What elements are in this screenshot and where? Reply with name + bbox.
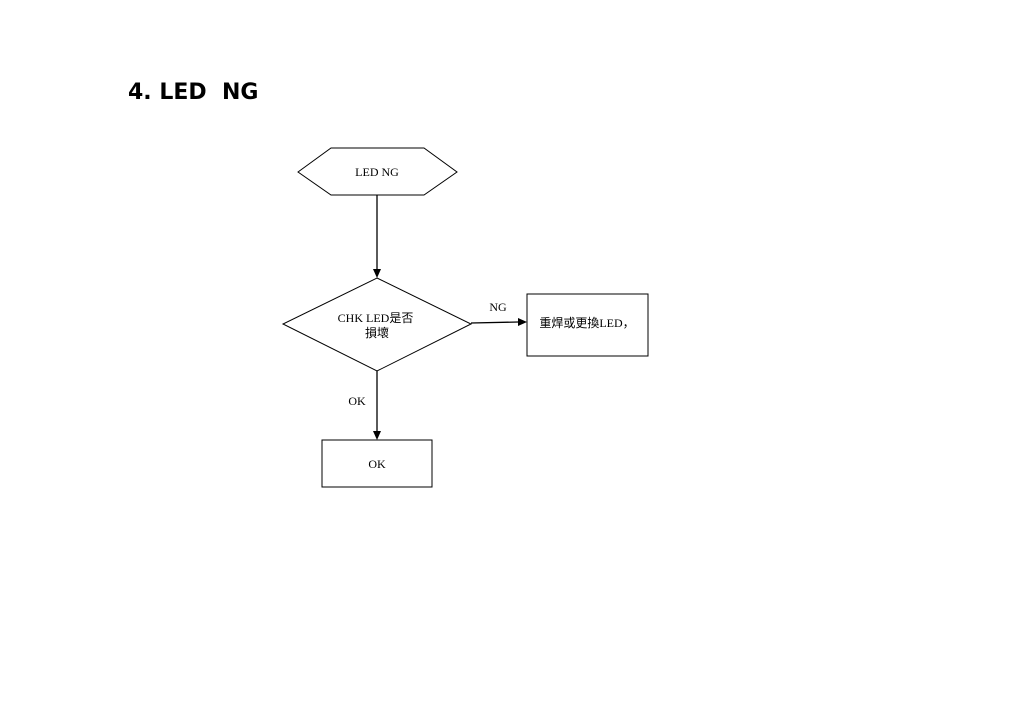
ok-result-node-shape — [321, 439, 433, 488]
decision-node-label: CHK LED是否 損壞 — [338, 311, 417, 340]
ok-result-node: OK — [321, 439, 433, 488]
ng-action-node-shape — [526, 293, 649, 357]
start-node-shape — [297, 147, 458, 196]
edge-decision-to-ok: OK — [348, 371, 381, 440]
edge-start-to-decision — [373, 195, 381, 278]
edge-ng-label: NG — [489, 300, 507, 314]
page-title: 4. LED NG — [128, 80, 259, 105]
decision-node-label-line1: CHK LED是否 — [338, 311, 414, 325]
decision-node-label-line2: 損壞 — [365, 325, 389, 340]
edge-decision-to-ng-arrowhead — [518, 318, 527, 326]
start-node: LED NG — [297, 147, 458, 196]
ng-action-node-label: 重焊或更換LED， — [539, 315, 634, 330]
start-node-label: LED NG — [355, 165, 399, 179]
ng-action-node: 重焊或更換LED， — [526, 293, 649, 357]
edge-decision-to-ng-line — [470, 321, 519, 324]
edge-decision-to-ng: NG — [470, 300, 527, 326]
edge-ok-label: OK — [348, 394, 366, 408]
edge-decision-to-ok-arrowhead — [373, 431, 381, 440]
decision-node: CHK LED是否 損壞 — [281, 277, 473, 372]
ok-result-node-label: OK — [368, 457, 386, 471]
edge-start-to-decision-arrowhead — [373, 269, 381, 278]
